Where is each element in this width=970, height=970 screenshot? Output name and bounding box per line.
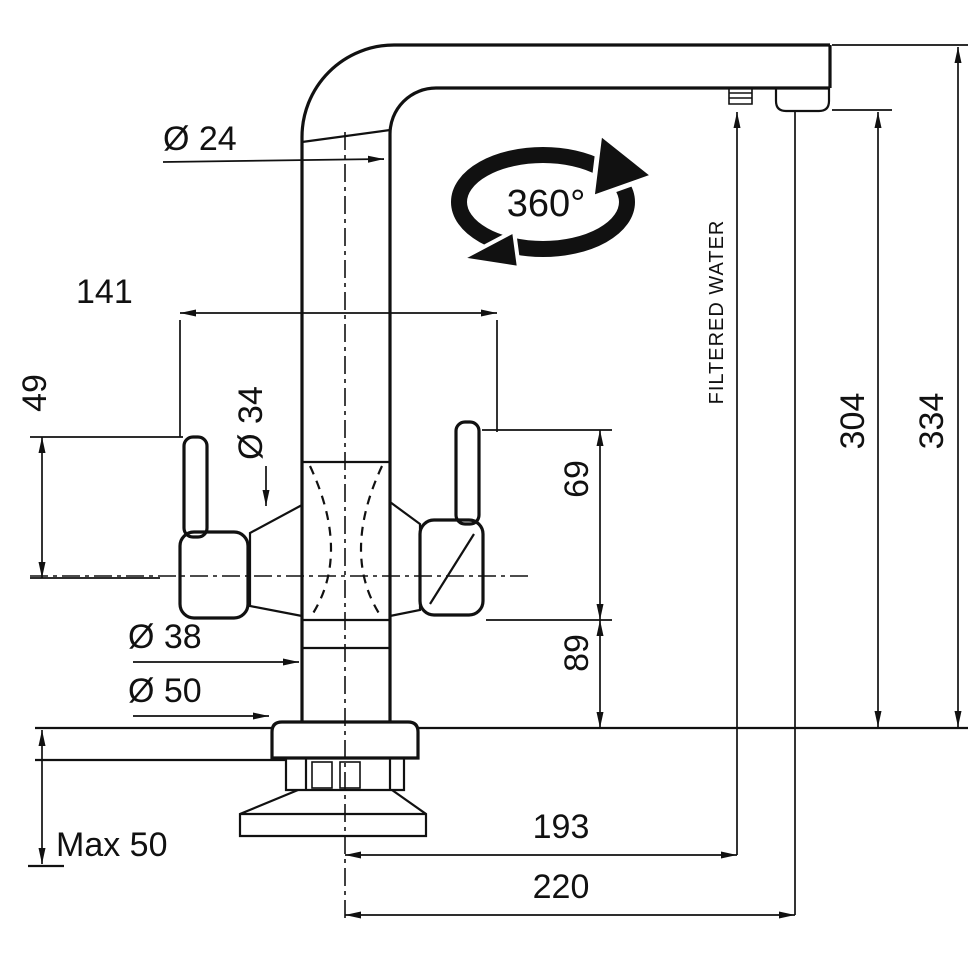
right-lever-indicator	[429, 533, 475, 605]
right-lever	[454, 420, 481, 526]
left-lever	[182, 435, 209, 539]
base-spacer-right	[339, 761, 361, 789]
right-handle	[388, 420, 485, 618]
rotation-symbol: 360°	[451, 128, 660, 271]
label-body-diameter: Ø 34	[232, 386, 270, 460]
main-outlet	[774, 88, 831, 113]
body-seam-lines	[301, 128, 391, 650]
left-handle-body	[178, 530, 250, 620]
countertop-lines	[28, 726, 968, 868]
label-lower-body-height: 89	[558, 634, 596, 672]
label-upper-body-height: 69	[558, 460, 596, 498]
label-spout-outlet-height: 304	[834, 393, 872, 450]
rotation-arrow-counter-icon	[454, 227, 522, 271]
label-lever-height: 49	[16, 374, 54, 412]
base-assembly	[238, 720, 428, 838]
label-handle-span: 141	[76, 273, 133, 311]
extension-lines	[30, 44, 968, 621]
label-flange-diameter: Ø 50	[128, 672, 202, 710]
right-handle-boss	[388, 499, 422, 618]
left-handle-boss	[248, 503, 304, 618]
centerlines	[30, 132, 528, 920]
base-spacer-left	[311, 761, 333, 789]
label-spout-diameter: Ø 24	[163, 120, 237, 158]
filtered-water-outlet	[728, 88, 753, 105]
rotation-angle-label: 360°	[507, 183, 586, 225]
rotation-arrow-clockwise-icon	[589, 128, 660, 202]
spout-outline	[300, 43, 832, 722]
label-shank-diameter: Ø 38	[128, 618, 202, 656]
rotation-band	[451, 147, 635, 257]
hidden-internal-lines	[309, 465, 383, 619]
label-filtered-water: FILTERED WATER	[706, 220, 728, 405]
label-spout-reach: 220	[533, 868, 590, 906]
rotation-label-bg	[499, 180, 593, 224]
label-filtered-spout-reach: 193	[533, 808, 590, 846]
mounting-nut	[238, 788, 428, 838]
base-flange	[270, 720, 420, 760]
right-handle-body	[418, 518, 485, 617]
label-max-deck-thickness: Max 50	[56, 826, 168, 864]
label-overall-height: 334	[913, 393, 951, 450]
leader-spout-diameter	[162, 155, 385, 163]
left-handle	[178, 435, 304, 620]
